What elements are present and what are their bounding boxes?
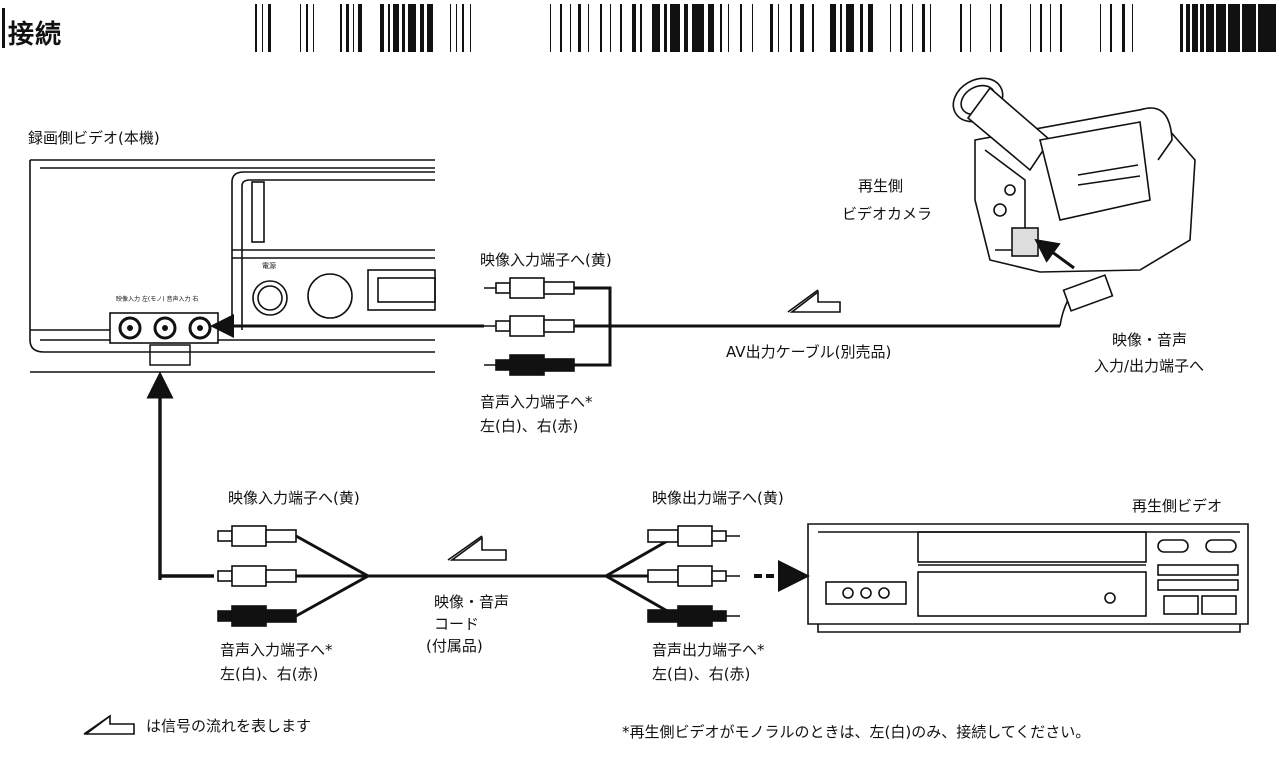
camera-label-line2: ビデオカメラ — [842, 205, 933, 223]
page-title: 接続 — [8, 14, 69, 51]
playback-vcr-label: 再生側ビデオ — [1132, 497, 1223, 515]
signal-flow-symbol-bottom — [449, 536, 507, 561]
recorder-vcr — [29, 159, 436, 373]
signal-flow-symbol-top — [789, 290, 841, 313]
bottom-audio-input-label-line1: 音声入力端子へ* — [220, 641, 333, 659]
av-cable-label: AV出力ケーブル(別売品) — [726, 343, 892, 361]
footnote: *再生側ビデオがモノラルのときは、左(白)のみ、接続してください。 — [622, 723, 1091, 741]
signal-flow-legend-icon — [83, 714, 135, 735]
bottom-audio-input-label-line2: 左(白)、右(赤) — [220, 665, 319, 683]
top-video-input-label: 映像入力端子へ(黄) — [480, 251, 612, 269]
video-output-label: 映像出力端子へ(黄) — [652, 489, 784, 507]
camera-label-line1: 再生側 — [858, 177, 904, 195]
camera-terminal-plug — [1059, 274, 1114, 327]
bottom-right-plug-group — [605, 525, 740, 627]
audio-output-label-line1: 音声出力端子へ* — [652, 641, 765, 659]
audio-output-label-line2: 左(白)、右(赤) — [652, 665, 751, 683]
bottom-left-plug-group — [217, 525, 372, 627]
camera-terminal-label-line2: 入力/出力端子へ — [1094, 357, 1205, 375]
header-stripe-bar — [2, 4, 1276, 52]
cord-label-line3: (付属品) — [426, 637, 483, 655]
video-camera — [952, 77, 1196, 273]
top-audio-input-label-line1: 音声入力端子へ* — [480, 393, 593, 411]
recorder-input-jacks — [118, 316, 212, 366]
camera-input-arrow — [1034, 238, 1075, 270]
camera-terminal-label-line1: 映像・音声 — [1112, 331, 1188, 349]
legend-text: は信号の流れを表します — [146, 717, 312, 735]
input-jacks-label: 映像入力 左(モノ) 音声入力 右 — [116, 296, 199, 303]
cord-label-line2: コード — [434, 615, 480, 633]
top-plug-group — [484, 277, 1060, 376]
bottom-video-input-label: 映像入力端子へ(黄) — [228, 489, 360, 507]
playback-vcr — [807, 523, 1249, 633]
recorder-vcr-label: 録画側ビデオ(本機) — [28, 129, 160, 147]
cord-label-line1: 映像・音声 — [434, 593, 510, 611]
power-button-label: 電源 — [262, 262, 276, 270]
top-audio-input-label-line2: 左(白)、右(赤) — [480, 417, 579, 435]
